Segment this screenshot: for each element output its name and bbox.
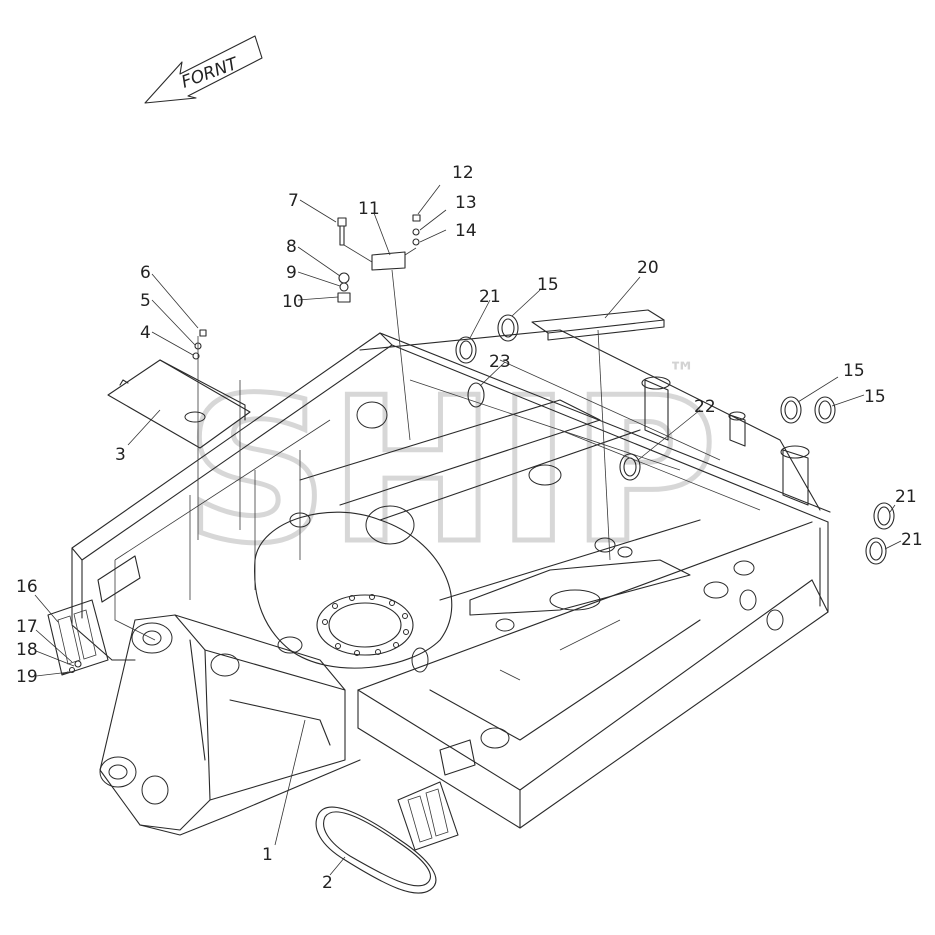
callout-10: 10 <box>282 292 304 312</box>
callout-15-top: 15 <box>537 275 559 295</box>
louvre-cover-bottom <box>397 781 459 851</box>
gasket-loop <box>315 806 437 894</box>
callout-8: 8 <box>286 237 297 257</box>
callout-14: 14 <box>455 221 477 241</box>
cover-plate <box>107 359 251 449</box>
callout-9: 9 <box>286 263 297 283</box>
callout-20: 20 <box>637 258 659 278</box>
callout-21-top: 21 <box>479 287 501 307</box>
watermark-text: SHIP <box>185 355 717 588</box>
callout-15-right-a: 15 <box>843 361 865 381</box>
watermark: SHIP ™ <box>183 353 720 591</box>
callout-5: 5 <box>140 291 151 311</box>
callout-7: 7 <box>288 191 299 211</box>
direction-arrow-label: FORNT <box>179 53 242 92</box>
callout-22: 22 <box>694 397 716 417</box>
callout-12: 12 <box>452 163 474 183</box>
leader-lines <box>34 184 902 876</box>
callout-11: 11 <box>358 199 380 219</box>
bolt-stack-left <box>192 329 207 540</box>
bolt-circle <box>322 594 409 656</box>
main-frame <box>71 329 831 836</box>
callout-labels: 1 2 3 4 5 6 7 8 9 10 11 12 13 14 15 15 1… <box>16 163 923 893</box>
louvre-cover-left <box>47 599 109 676</box>
callout-13: 13 <box>455 193 477 213</box>
callout-1: 1 <box>262 845 273 865</box>
callout-17: 17 <box>16 617 38 637</box>
callout-21-right-b: 21 <box>901 530 923 550</box>
bolt-stack-top <box>337 214 421 441</box>
seal-rings <box>455 314 895 565</box>
watermark-tm: ™ <box>668 356 696 389</box>
callout-15-right-b: 15 <box>864 387 886 407</box>
callout-23: 23 <box>489 352 511 372</box>
callout-18: 18 <box>16 640 38 660</box>
callout-6: 6 <box>140 263 151 283</box>
rail-strip <box>531 309 665 561</box>
callout-2: 2 <box>322 873 333 893</box>
direction-arrow: FORNT <box>144 35 263 104</box>
callout-16: 16 <box>16 577 38 597</box>
callout-19: 19 <box>16 667 38 687</box>
callout-21-right-a: 21 <box>895 487 917 507</box>
callout-3: 3 <box>115 445 126 465</box>
callout-4: 4 <box>140 323 151 343</box>
